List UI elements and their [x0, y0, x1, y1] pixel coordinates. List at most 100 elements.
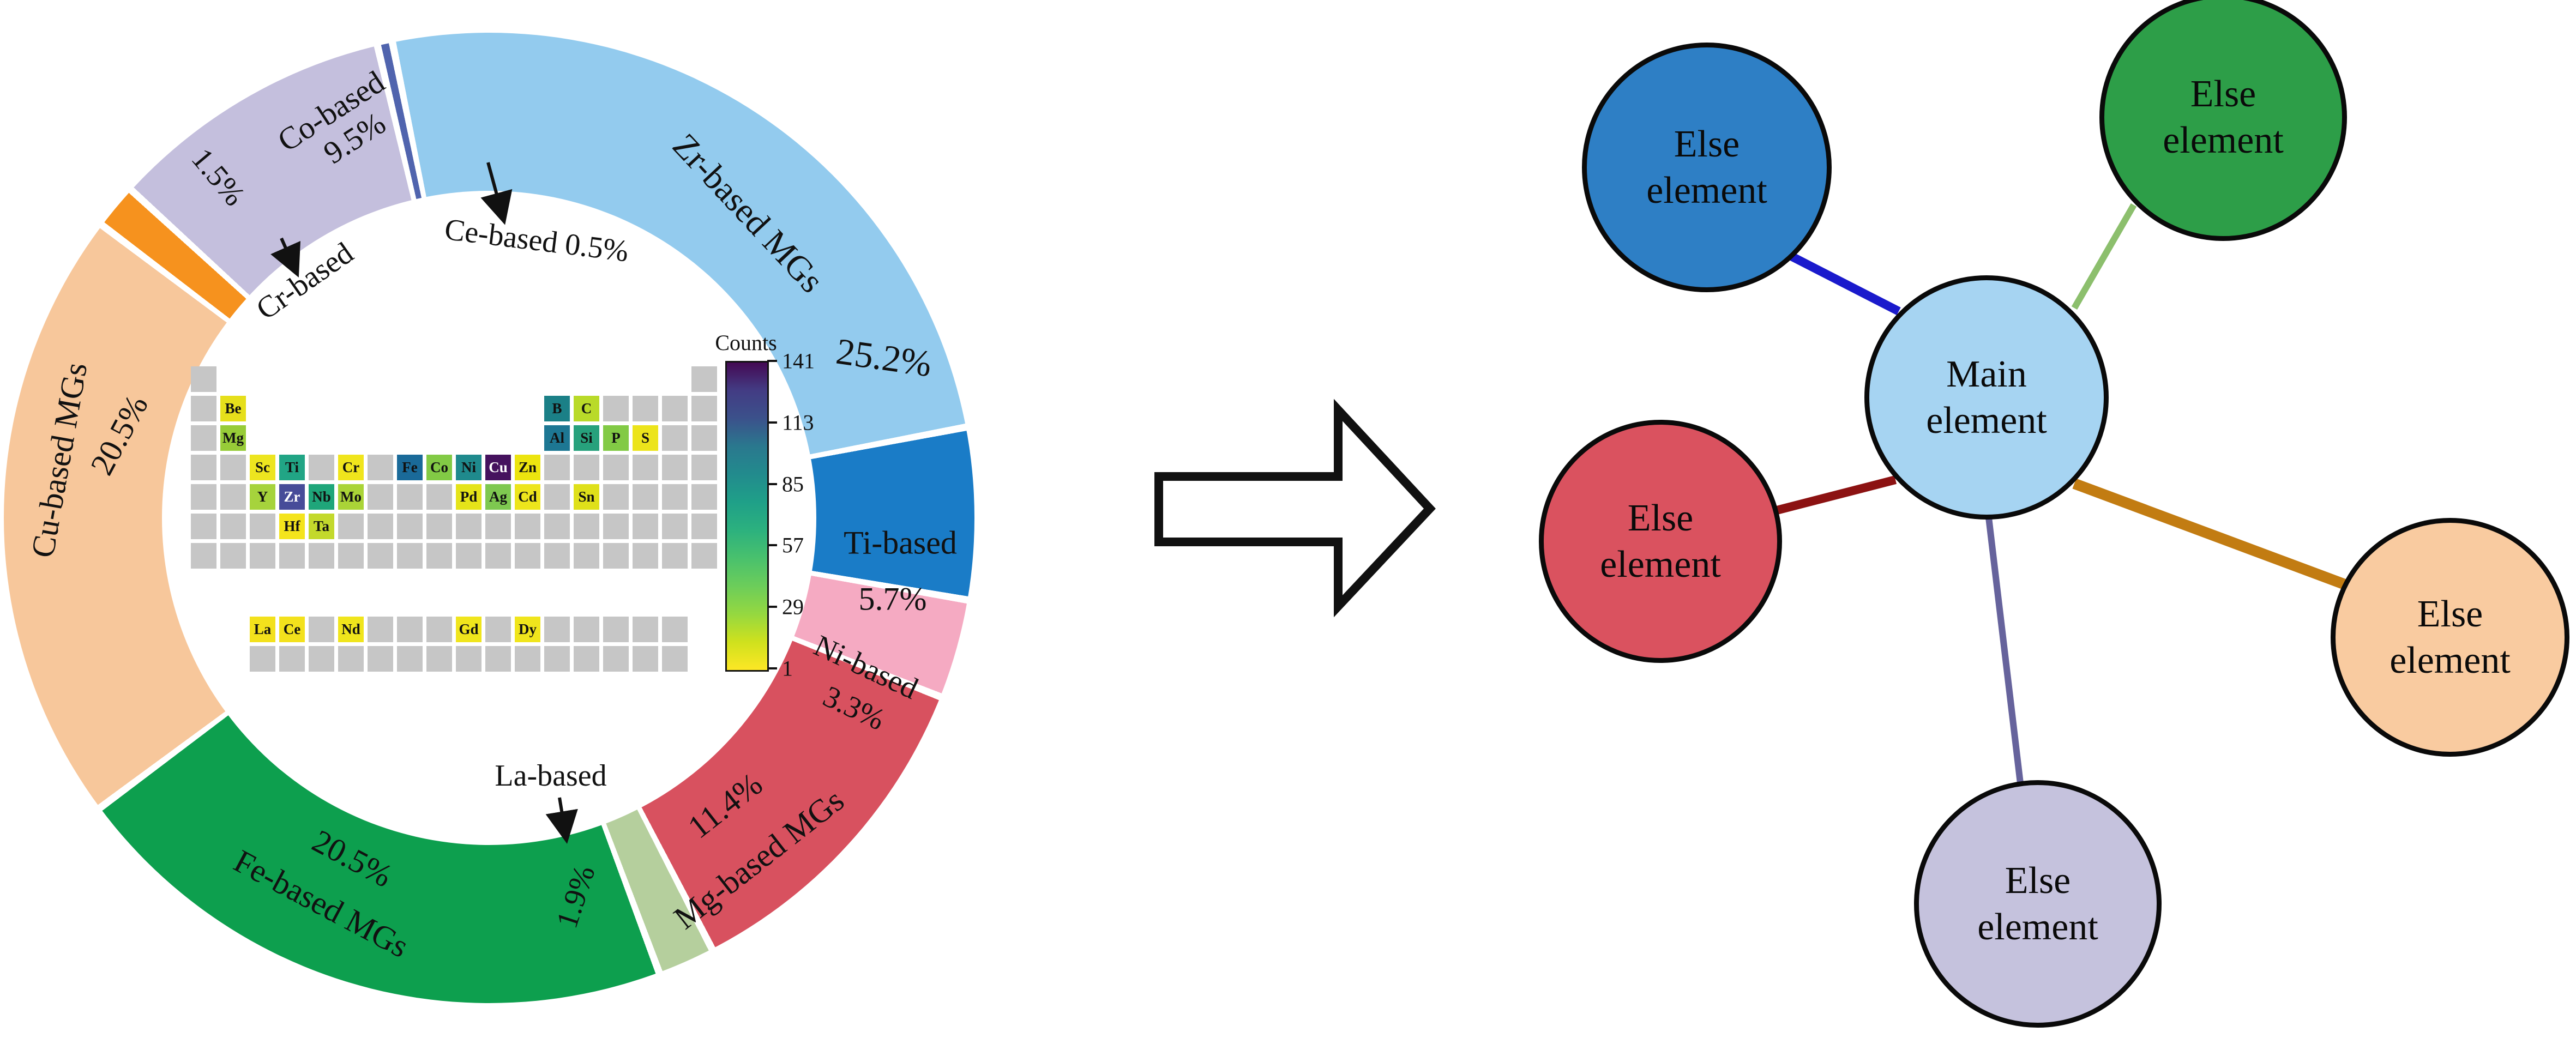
- network-node-label: element: [1926, 400, 2047, 442]
- colorbar-tick-label: 141: [782, 348, 815, 373]
- element-cell-empty: [279, 646, 305, 672]
- network-edge-green: [2071, 203, 2137, 310]
- element-cell-empty: [633, 484, 658, 510]
- colorbar-tick-label: 57: [782, 533, 804, 558]
- element-cell-empty: [662, 484, 688, 510]
- colorbar-tickmark: [767, 544, 777, 547]
- colorbar-title: Counts: [715, 330, 777, 355]
- element-cell-Y: Y: [250, 484, 275, 510]
- element-cell-empty: [309, 455, 334, 480]
- network-node-label: Else: [1627, 497, 1694, 539]
- element-cell-empty: [662, 425, 688, 451]
- network-node-label: element: [1977, 906, 2098, 948]
- element-cell-empty: [691, 455, 717, 480]
- element-cell-empty: [191, 484, 216, 510]
- element-cell-empty: [662, 543, 688, 569]
- element-cell-Zn: Zn: [515, 455, 540, 480]
- element-cell-empty: [691, 425, 717, 451]
- network-edge-blue: [1787, 251, 1901, 316]
- element-cell-empty: [220, 514, 246, 539]
- element-cell-empty: [574, 455, 599, 480]
- element-cell-empty: [544, 617, 570, 642]
- element-cell-empty: [279, 543, 305, 569]
- element-cell-empty: [368, 646, 393, 672]
- network-node-label: Else: [2005, 859, 2071, 902]
- element-cell-empty: [397, 484, 423, 510]
- colorbar-tick-label: 113: [782, 410, 814, 435]
- element-cell-empty: [456, 543, 482, 569]
- network-node-label: element: [2163, 119, 2284, 161]
- donut-label-ti-pct: 5.7%: [858, 581, 927, 617]
- colorbar-tick-label: 29: [782, 594, 804, 619]
- element-cell-empty: [633, 396, 658, 421]
- element-cell-empty: [426, 514, 452, 539]
- element-cell-empty: [515, 543, 540, 569]
- element-cell-empty: [426, 646, 452, 672]
- element-cell-empty: [574, 646, 599, 672]
- element-cell-empty: [603, 396, 629, 421]
- element-cell-empty: [633, 455, 658, 480]
- network-edge-peach: [2072, 478, 2351, 592]
- element-cell-Pd: Pd: [456, 484, 482, 510]
- donut-label-la-name: La-based: [495, 759, 607, 793]
- element-cell-Gd: Gd: [456, 617, 482, 642]
- element-cell-empty: [691, 366, 717, 392]
- colorbar-tickmark: [767, 360, 777, 362]
- element-cell-empty: [191, 514, 216, 539]
- colorbar-tickmark: [767, 482, 777, 485]
- element-cell-empty: [662, 646, 688, 672]
- network-node-label: Else: [2190, 73, 2256, 115]
- element-cell-Nb: Nb: [309, 484, 334, 510]
- element-cell-C: C: [574, 396, 599, 421]
- element-cell-empty: [485, 617, 511, 642]
- colorbar-tickmark: [767, 667, 777, 669]
- element-cell-empty: [456, 514, 482, 539]
- element-cell-empty: [544, 543, 570, 569]
- colorbar-tickmark: [767, 606, 777, 608]
- element-cell-empty: [397, 543, 423, 569]
- network-node-label: element: [1646, 170, 1767, 212]
- colorbar-tickmark: [767, 421, 777, 424]
- element-cell-empty: [662, 617, 688, 642]
- network-node-label: Else: [1674, 123, 1740, 165]
- network-edge-red: [1765, 475, 1897, 517]
- element-cell-Nd: Nd: [338, 617, 364, 642]
- element-cell-Ni: Ni: [456, 455, 482, 480]
- element-cell-empty: [191, 425, 216, 451]
- element-cell-empty: [368, 617, 393, 642]
- network-edge-lavender: [1985, 512, 2024, 788]
- element-cell-empty: [662, 396, 688, 421]
- element-cell-Si: Si: [574, 425, 599, 451]
- element-cell-Cu: Cu: [485, 455, 511, 480]
- element-cell-empty: [220, 543, 246, 569]
- element-cell-empty: [515, 514, 540, 539]
- element-cell-empty: [191, 455, 216, 480]
- element-cell-empty: [426, 617, 452, 642]
- element-cell-Ce: Ce: [279, 617, 305, 642]
- element-cell-B: B: [544, 396, 570, 421]
- element-cell-empty: [574, 514, 599, 539]
- element-cell-empty: [691, 484, 717, 510]
- element-cell-empty: [426, 543, 452, 569]
- element-cell-empty: [338, 514, 364, 539]
- element-cell-empty: [574, 543, 599, 569]
- element-cell-Ta: Ta: [309, 514, 334, 539]
- element-cell-empty: [368, 455, 393, 480]
- element-cell-empty: [603, 646, 629, 672]
- element-cell-empty: [250, 543, 275, 569]
- element-cell-Be: Be: [220, 396, 246, 421]
- element-cell-empty: [691, 514, 717, 539]
- element-cell-empty: [544, 455, 570, 480]
- element-cell-empty: [485, 646, 511, 672]
- element-cell-empty: [574, 617, 599, 642]
- element-cell-empty: [397, 646, 423, 672]
- element-cell-empty: [220, 455, 246, 480]
- element-cell-Sn: Sn: [574, 484, 599, 510]
- element-cell-empty: [603, 617, 629, 642]
- element-cell-Fe: Fe: [397, 455, 423, 480]
- element-cell-P: P: [603, 425, 629, 451]
- network-node-label: element: [2390, 639, 2511, 681]
